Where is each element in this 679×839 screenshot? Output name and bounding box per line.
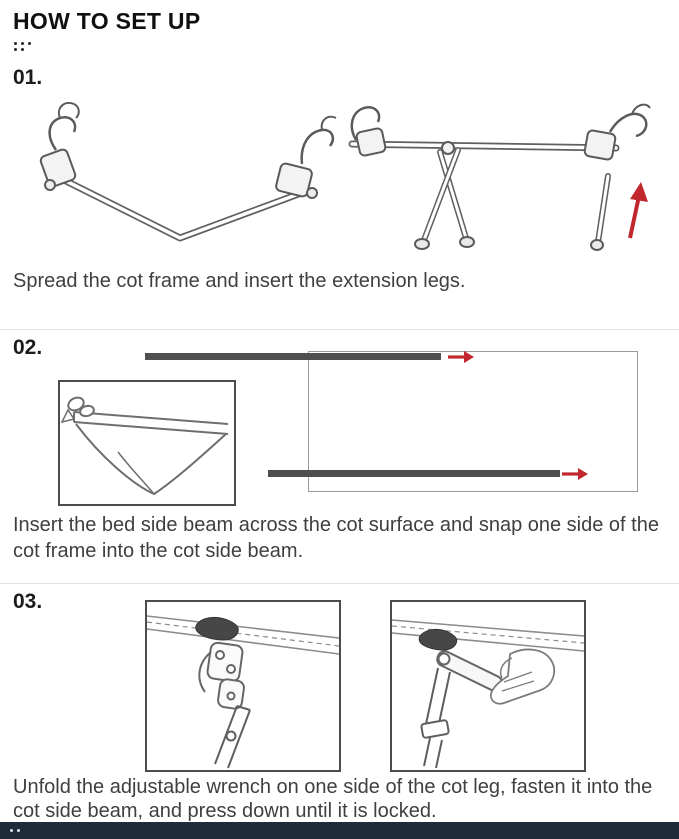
side-beam-bottom: [268, 470, 560, 477]
dot-icon: [17, 829, 20, 832]
section-divider: [0, 329, 679, 330]
fabric-edge-drawing: [146, 615, 340, 655]
hand-pressing-wrench-drawing: [391, 619, 585, 769]
cot-leg-tube-drawing: [420, 667, 451, 769]
dot-icon: [21, 48, 24, 51]
red-arrow-up-icon: [628, 182, 648, 239]
cot-leg-tube-drawing: [214, 705, 251, 769]
beam-slot-hole: [418, 629, 458, 651]
page-header: HOW TO SET UP: [13, 8, 200, 53]
cot-frame-with-legs-drawing: [348, 103, 651, 251]
wrench-clamp-drawing: [198, 641, 245, 710]
bottom-navy-bar: [0, 822, 679, 839]
wrench-detail-box-1: [145, 600, 341, 772]
wrench-on-leg-drawing: [146, 615, 340, 769]
dot-row: [14, 41, 200, 47]
dot-icon: [28, 42, 31, 45]
step-3-caption: Unfold the adjustable wrench on one side…: [13, 776, 653, 822]
dot-icon: [10, 829, 13, 832]
step-2-illustration: [0, 346, 679, 510]
title-accent-dots-icon: [14, 41, 200, 53]
corner-detail-inset: [58, 380, 236, 506]
folded-cot-frame-drawing: [39, 102, 337, 242]
pressing-hand-drawing: [490, 648, 555, 705]
red-arrow-right-icon: [562, 468, 588, 480]
section-divider: [0, 583, 679, 584]
red-arrow-right-icon: [448, 351, 474, 363]
dot-icon: [21, 42, 24, 45]
side-beam-top: [145, 353, 441, 360]
step-2-number: 02.: [13, 336, 43, 359]
wrench-detail-box-2: [390, 600, 586, 772]
dot-row: [14, 47, 200, 53]
corner-detail-drawing: [60, 396, 229, 496]
step-1-caption: Spread the cot frame and insert the exte…: [13, 270, 466, 292]
cot-surface-outline: [308, 351, 638, 492]
step-2-caption: Insert the bed side beam across the cot …: [13, 514, 659, 562]
beam-slot-hole: [195, 617, 239, 641]
page-title: HOW TO SET UP: [13, 8, 201, 34]
step-1-illustration: [39, 102, 651, 251]
footer-accent-dots-icon: [10, 828, 24, 832]
dot-icon: [14, 42, 17, 45]
step-3-number: 03.: [13, 590, 43, 613]
wrench-lever-drawing: [436, 650, 504, 692]
step-1-number: 01.: [13, 66, 43, 89]
dot-icon: [14, 48, 17, 51]
